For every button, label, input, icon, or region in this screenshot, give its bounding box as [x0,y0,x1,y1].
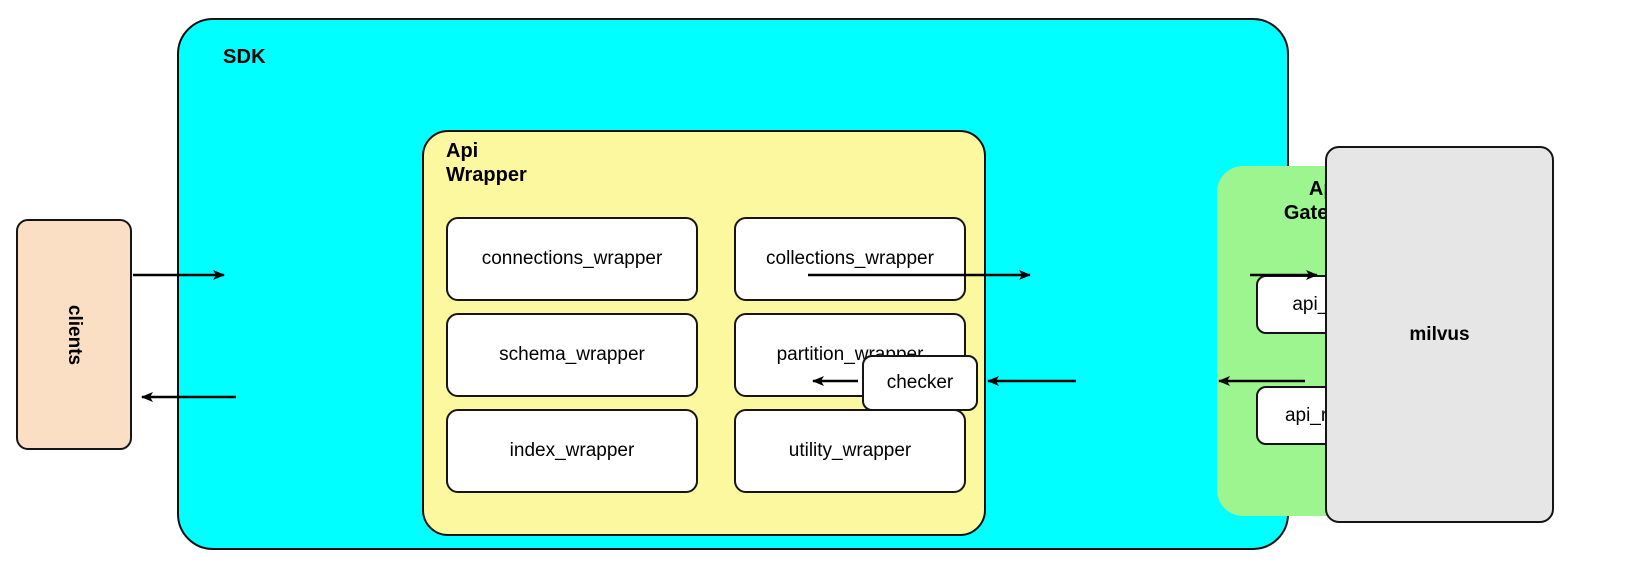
node-index-wrapper[interactable]: index_wrapper [446,409,698,493]
node-utility-wrapper-label: utility_wrapper [788,440,912,461]
container-api-wrapper-label: Api Wrapper [446,140,527,186]
node-schema-wrapper-label: schema_wrapper [499,344,645,365]
node-clients-label: clients [63,304,85,365]
container-sdk[interactable]: SDK Api Wrapper connections_wrapper coll… [177,18,1436,550]
node-clients[interactable]: clients [16,219,132,450]
node-connections-wrapper[interactable]: connections_wrapper [446,217,698,301]
node-checker-label: checker [886,372,954,393]
node-schema-wrapper[interactable]: schema_wrapper [446,313,698,397]
node-milvus[interactable]: milvus [1325,146,1554,523]
node-connections-wrapper-label: connections_wrapper [481,248,663,269]
node-utility-wrapper[interactable]: utility_wrapper [734,409,966,493]
node-collections-wrapper-label: collections_wrapper [766,248,934,269]
node-milvus-label: milvus [1409,323,1470,345]
node-index-wrapper-label: index_wrapper [509,440,635,461]
container-sdk-label: SDK [223,46,266,68]
container-api-wrapper[interactable]: Api Wrapper connections_wrapper collecti… [422,130,986,536]
node-checker[interactable]: checker [862,355,978,411]
node-collections-wrapper[interactable]: collections_wrapper [734,217,966,301]
